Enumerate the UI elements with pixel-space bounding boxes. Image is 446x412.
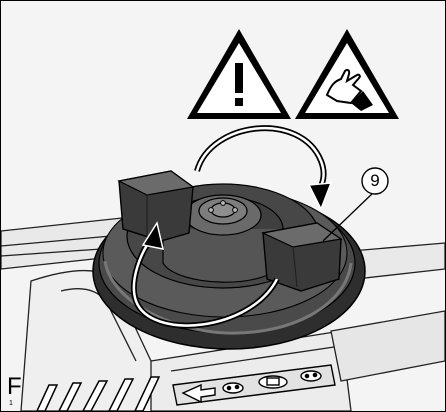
- remove-arrowhead: [307, 182, 333, 211]
- callout-9: [322, 167, 389, 242]
- hand-protection-warning-icon: [295, 29, 399, 119]
- callout-number-9: 9: [370, 171, 380, 190]
- rotation-arrows: [130, 125, 333, 329]
- figure-sub-marker: 1: [9, 400, 13, 407]
- remove-rotation-arrow: [194, 125, 327, 193]
- figure-letter: F: [7, 373, 22, 400]
- lock-symbols-strip: [172, 364, 336, 406]
- base-slots: [36, 376, 161, 411]
- exclamation-warning-icon: [187, 29, 291, 119]
- spool-cap-assembly: [92, 170, 366, 350]
- install-arrowhead: [141, 221, 164, 250]
